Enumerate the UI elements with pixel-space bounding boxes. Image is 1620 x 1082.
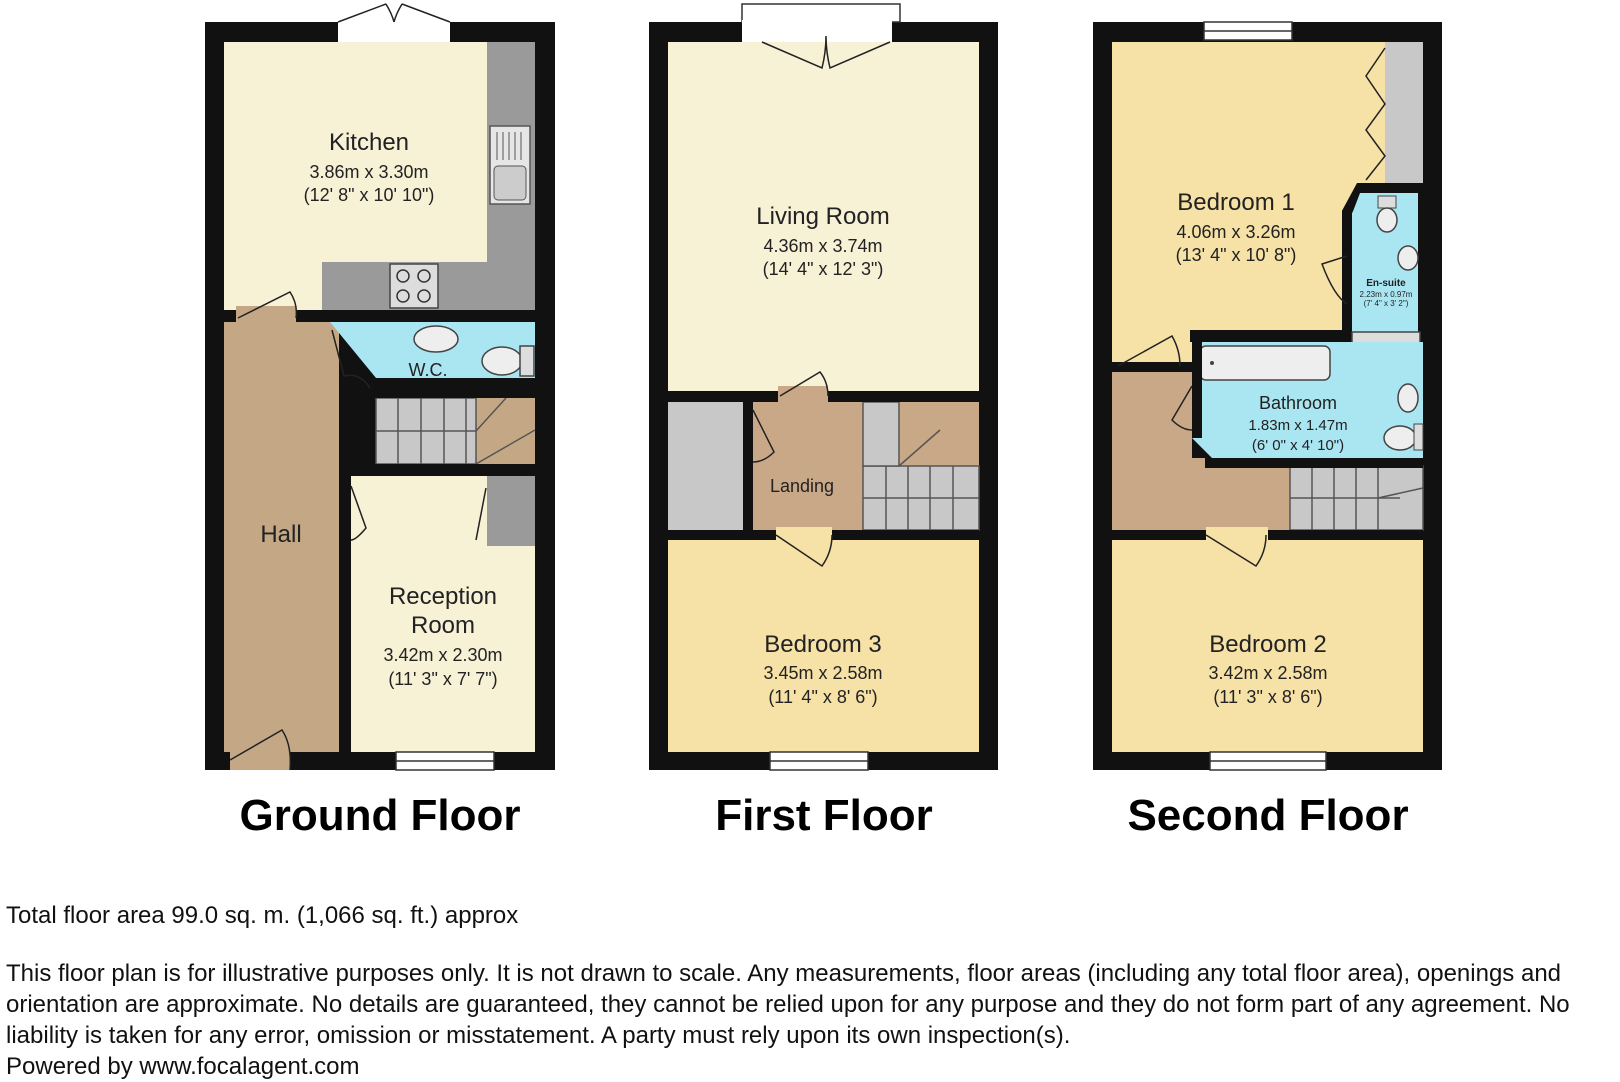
bedroom1-name: Bedroom 1 xyxy=(1177,189,1294,216)
bathroom-name: Bathroom xyxy=(1259,393,1337,413)
reception-name-line2: Room xyxy=(411,612,475,639)
bedroom2-name: Bedroom 2 xyxy=(1209,631,1326,658)
basin-icon xyxy=(1397,383,1419,413)
hall-area xyxy=(224,322,339,752)
cupboard-first-door-swing-icon xyxy=(752,409,775,463)
bedroom1-imperial-size: (13' 4" x 10' 8") xyxy=(1176,245,1297,265)
wc-name: W.C. xyxy=(409,360,448,380)
ensuite-metric-size: 2.23m x 0.97m xyxy=(1360,290,1413,299)
cupboard-door-swing-icon xyxy=(475,487,487,541)
bedroom1-metric-size: 4.06m x 3.26m xyxy=(1176,222,1295,242)
bathroom-left-wall xyxy=(1192,330,1202,438)
total-floor-area: Total floor area 99.0 sq. m. (1,066 sq. … xyxy=(6,902,519,929)
hall-reception-wall xyxy=(339,464,351,752)
ensuite-name: En-suite xyxy=(1366,278,1406,289)
kitchen-name: Kitchen xyxy=(329,129,409,156)
bedroom3-door-swing-icon xyxy=(775,534,833,568)
second-floor-plan: Bedroom 1 4.06m x 3.26m (13' 4" x 10' 8"… xyxy=(1093,21,1442,771)
hob-icon xyxy=(389,263,439,309)
powered-by-link[interactable]: Powered by www.focalagent.com xyxy=(6,1053,360,1080)
cupboard-landing-wall xyxy=(743,402,753,530)
wc-door-swing-icon xyxy=(331,329,371,389)
bedroom1-landing-wall xyxy=(1112,362,1192,372)
bedroom2-imperial-size: (11' 3" x 8' 6") xyxy=(1213,687,1322,707)
first-floor-plan: Living Room 4.36m x 3.74m (14' 4" x 12' … xyxy=(649,3,998,771)
second-landing-lower xyxy=(1112,458,1290,530)
ensuite-imperial-size: (7' 4" x 3' 2") xyxy=(1364,299,1409,308)
reception-cupboard xyxy=(487,476,535,546)
living-room-door-swing-icon xyxy=(761,35,891,70)
living-door-swing-icon xyxy=(779,371,829,397)
kitchen-imperial-size: (12' 8" x 10' 10") xyxy=(304,185,435,205)
bath-tub xyxy=(1199,345,1331,381)
patio-door-swing-icon xyxy=(337,3,451,23)
bathroom-toilet-icon xyxy=(1383,425,1417,451)
living-room-name: Living Room xyxy=(756,203,889,230)
second-stairs-icon xyxy=(1289,465,1424,531)
toilet-icon xyxy=(413,325,535,377)
bedroom2-metric-size: 3.42m x 2.58m xyxy=(1208,663,1327,683)
sink-icon xyxy=(489,125,531,205)
front-door-swing-icon xyxy=(229,728,292,771)
first-cupboard xyxy=(668,402,743,530)
bedroom3-imperial-size: (11' 4" x 8' 6") xyxy=(768,687,877,707)
bedroom3-area xyxy=(668,540,979,752)
bedroom3-name: Bedroom 3 xyxy=(764,631,881,658)
wardrobe xyxy=(1385,42,1423,188)
bathroom-door-swing-icon xyxy=(1171,385,1193,431)
kitchen-hall-wall xyxy=(224,310,535,322)
ground-floor-title: Ground Floor xyxy=(239,791,520,840)
juliet-balcony-window xyxy=(741,3,901,23)
disclaimer-block: This floor plan is for illustrative purp… xyxy=(6,958,1618,1082)
reception-door-swing-icon xyxy=(350,485,367,541)
hall-name: Hall xyxy=(260,521,301,548)
bathroom-imperial-size: (6' 0" x 4' 10") xyxy=(1252,437,1344,454)
second-floor-title: Second Floor xyxy=(1127,791,1408,840)
first-floor-title: First Floor xyxy=(715,791,933,840)
bathroom-metric-size: 1.83m x 1.47m xyxy=(1248,417,1347,434)
bedroom3-metric-size: 3.45m x 2.58m xyxy=(763,663,882,683)
kitchen-door-swing-icon xyxy=(237,291,298,319)
ground-floor-plan: Kitchen 3.86m x 3.30m (12' 8" x 10' 10")… xyxy=(205,3,555,771)
wc-stairs-wall xyxy=(370,388,535,398)
floor-plan: Kitchen 3.86m x 3.30m (12' 8" x 10' 10")… xyxy=(205,3,1442,840)
living-room-imperial-size: (14' 4" x 12' 3") xyxy=(763,259,884,279)
stairs-treads-icon xyxy=(375,397,536,465)
reception-imperial-size: (11' 3" x 7' 7") xyxy=(388,669,497,689)
bathroom-top-wall xyxy=(1190,330,1350,342)
bedroom1-door-swing-icon xyxy=(1117,334,1181,367)
living-room-area xyxy=(668,42,979,391)
landing-name: Landing xyxy=(770,476,834,496)
living-room-metric-size: 4.36m x 3.74m xyxy=(763,236,882,256)
wardrobe-door-swing-icon xyxy=(1365,47,1386,181)
bathroom-bottom-wall xyxy=(1205,458,1423,468)
reception-name-line1: Reception xyxy=(389,583,497,610)
kitchen-metric-size: 3.86m x 3.30m xyxy=(309,162,428,182)
ensuite-door-swing-icon xyxy=(1321,255,1348,305)
landing-area xyxy=(753,391,863,531)
bedroom2-area xyxy=(1112,540,1423,752)
disclaimer-text: This floor plan is for illustrative purp… xyxy=(6,960,1570,1049)
patio-door-opening xyxy=(338,22,450,42)
ensuite-toilet-icon xyxy=(1376,195,1419,271)
reception-metric-size: 3.42m x 2.30m xyxy=(383,645,502,665)
bedroom2-door-swing-icon xyxy=(1205,534,1267,568)
stairs-reception-wall xyxy=(339,464,535,476)
